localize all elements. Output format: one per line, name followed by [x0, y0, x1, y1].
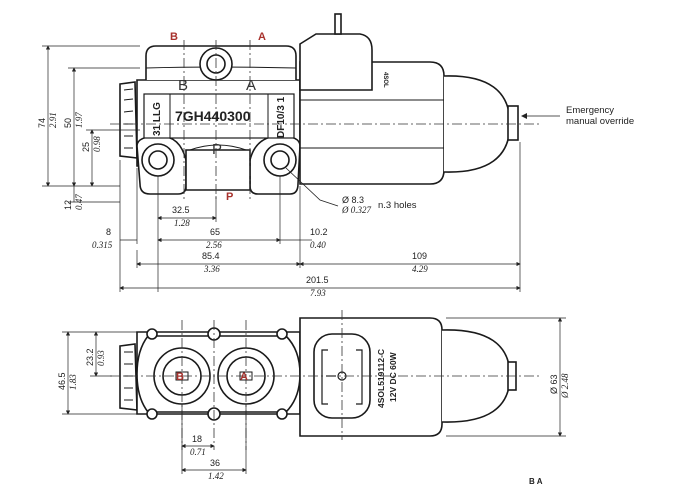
bolt-hole-left-outer: [141, 143, 175, 177]
top-vertical-dims: [42, 45, 140, 203]
dim-201-5-in: 7.93: [310, 288, 326, 298]
hole-count: n.3 holes: [378, 200, 417, 211]
bolt-hole-right-outer: [263, 143, 297, 177]
dim-23-2: 23.2: [85, 348, 95, 366]
dim-46-5: 46.5: [57, 372, 67, 390]
valve-code: 7GH440300: [175, 108, 251, 124]
port-a-tag: A: [258, 31, 266, 43]
body-label-p: P: [212, 141, 222, 158]
hole-diameter-in: Ø 0.327: [341, 205, 371, 215]
connector: [299, 33, 373, 91]
dim-12: 12: [63, 200, 73, 210]
dim-d63-in: Ø 2.48: [560, 373, 570, 399]
coil-small-text: 4SOL: [382, 72, 388, 88]
dim-74: 74: [37, 118, 47, 128]
dim-201-5: 201.5: [306, 275, 329, 285]
dim-18: 18: [192, 434, 202, 444]
body-label-a: A: [246, 77, 256, 94]
dim-23-2-in: 0.93: [96, 350, 106, 366]
dim-85-4: 85.4: [202, 251, 220, 261]
bottom-view: [119, 317, 517, 437]
bottom-dims: [62, 317, 566, 474]
dim-46-5-in: 1.83: [68, 374, 78, 390]
connector-pin: [334, 13, 342, 35]
dim-8-in: 0.315: [92, 240, 113, 250]
override-line1: Emergency: [566, 105, 614, 116]
coil-label-line1: 4SOL519112-C: [376, 349, 386, 408]
dim-109: 109: [412, 251, 427, 261]
dim-32-5-in: 1.28: [174, 218, 190, 228]
port-p-tag: P: [226, 191, 233, 203]
dim-36: 36: [210, 458, 220, 468]
top-horizontal-dims: [119, 142, 521, 292]
dim-32-5: 32.5: [172, 205, 190, 215]
dim-74-in: 2.91: [48, 112, 58, 128]
coil-label-line2: 12V DC 60W: [388, 351, 398, 402]
dim-10-2: 10.2: [310, 227, 328, 237]
dim-36-in: 1.42: [208, 471, 224, 481]
dim-85-4-in: 3.36: [203, 264, 220, 274]
footer-ba: B A: [529, 477, 543, 486]
body-left-marking: 31 LLG: [152, 102, 163, 136]
hole-diameter: Ø 8.3: [342, 195, 364, 205]
body-right-marking: DF10/3 1: [276, 96, 287, 138]
dim-50: 50: [63, 118, 73, 128]
dim-50-in: 1.97: [74, 112, 84, 128]
left-plug: [119, 81, 138, 159]
dim-18-in: 0.71: [190, 447, 206, 457]
bottom-port-a-tag: A: [240, 371, 248, 383]
override-line2: manual override: [566, 116, 634, 127]
top-centerlines: [110, 40, 540, 200]
body-label-b: B: [178, 77, 188, 94]
top-view: [119, 13, 519, 195]
dim-109-in: 4.29: [412, 264, 428, 274]
dim-65-in: 2.56: [206, 240, 222, 250]
port-b-tag: B: [170, 31, 178, 43]
dim-8: 8: [106, 227, 111, 237]
manual-override: [507, 105, 519, 141]
bottom-port-b-tag: B: [176, 371, 184, 383]
dim-10-2-in: 0.40: [310, 240, 326, 250]
bolt-hole-right-inner: [270, 150, 290, 170]
marking-plate: [143, 93, 295, 139]
dim-12-in: 0.47: [74, 194, 84, 210]
override-callout: Emergency manual override: [521, 105, 634, 127]
dim-25: 25: [81, 142, 91, 152]
bolt-hole-left-inner: [148, 150, 168, 170]
dim-65: 65: [210, 227, 220, 237]
dim-25-in: 0.98: [92, 136, 102, 152]
holes-callout: Ø 8.3 Ø 0.327 n.3 holes: [285, 167, 417, 215]
dim-d63: Ø 63: [549, 374, 559, 394]
